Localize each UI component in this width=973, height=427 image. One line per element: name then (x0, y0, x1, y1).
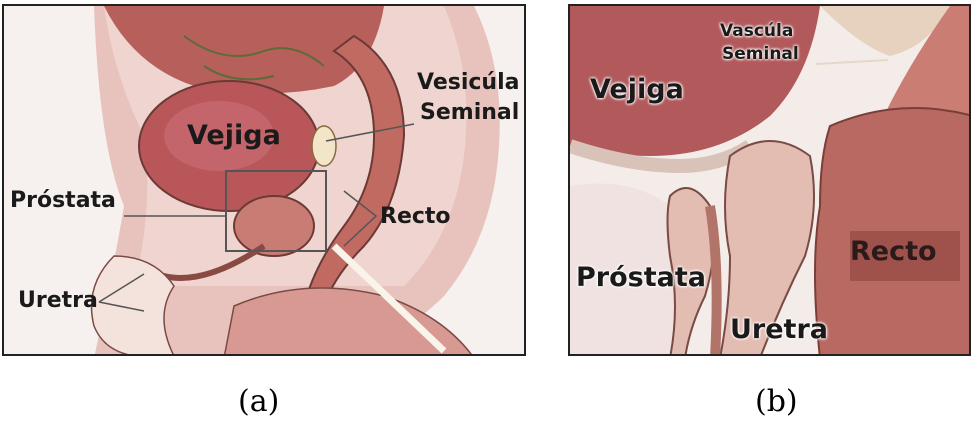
label-recto-a: Recto (380, 206, 451, 228)
label-uretra-a: Uretra (18, 290, 98, 312)
label-prostata-a: Próstata (10, 190, 116, 212)
caption-b: (b) (755, 384, 798, 419)
label-seminal-a: Seminal (420, 102, 519, 124)
label-vesicula-a: Vesicúla (417, 72, 519, 94)
anatomy-panel-a: Vejiga Vesicúla Seminal Próstata Recto U… (2, 4, 526, 356)
label-recto-b: Recto (850, 238, 937, 265)
label-vascula-b: Vascúla (720, 23, 793, 40)
anatomy-panel-b: Vascúla Seminal Vejiga Próstata Recto Ur… (568, 4, 971, 356)
label-seminal-b: Seminal (722, 46, 799, 63)
label-prostata-b: Próstata (576, 264, 706, 291)
label-vejiga-a: Vejiga (187, 122, 281, 149)
caption-a: (a) (238, 384, 279, 419)
label-vejiga-b: Vejiga (590, 76, 684, 103)
label-uretra-b: Uretra (730, 316, 828, 343)
